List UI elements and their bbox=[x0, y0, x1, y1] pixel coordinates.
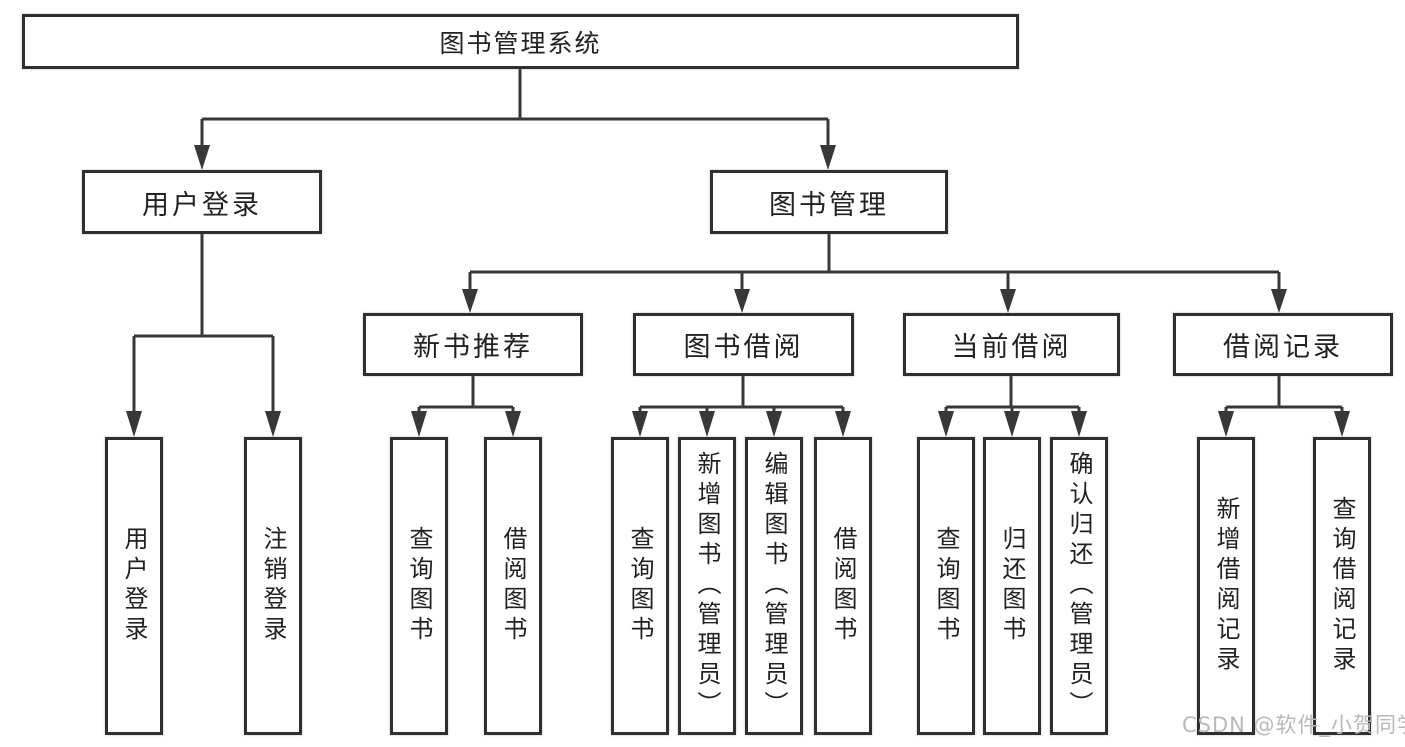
leaf-recommend-borrow-books: 借阅图书 bbox=[484, 437, 542, 735]
leaf-current-query-books: 查询图书 bbox=[917, 437, 975, 735]
leaf-borrow-query-books: 查询图书 bbox=[611, 437, 669, 735]
connector-user-login-group bbox=[126, 233, 281, 437]
node-user-login: 用户登录 bbox=[82, 170, 322, 234]
leaf-logout: 注销登录 bbox=[244, 437, 302, 735]
watermark: CSDN @软件_小贺同学 bbox=[1182, 713, 1405, 737]
leaf-query-borrow-record: 查询借阅记录 bbox=[1313, 437, 1371, 735]
node-new-book-recommendation: 新书推荐 bbox=[363, 313, 583, 376]
leaf-edit-book-admin: 编辑图书（管理员） bbox=[745, 437, 803, 735]
connector-book-management-to-modules bbox=[462, 234, 1287, 313]
connector-book-borrow-group bbox=[632, 376, 851, 437]
connector-root-to-level2 bbox=[194, 69, 836, 170]
leaf-recommend-query-books: 查询图书 bbox=[390, 437, 448, 735]
connector-new-book-group bbox=[411, 376, 521, 437]
connector-current-borrow-group bbox=[938, 376, 1087, 437]
node-book-management: 图书管理 bbox=[710, 170, 948, 234]
connector-borrow-records-group bbox=[1218, 376, 1350, 437]
leaf-return-books: 归还图书 bbox=[983, 437, 1041, 735]
leaf-borrow-books: 借阅图书 bbox=[814, 437, 872, 735]
node-library-management-system: 图书管理系统 bbox=[22, 14, 1019, 69]
leaf-add-borrow-record: 新增借阅记录 bbox=[1197, 437, 1255, 735]
node-borrowing-records: 借阅记录 bbox=[1173, 313, 1393, 376]
leaf-add-book-admin: 新增图书（管理员） bbox=[678, 437, 736, 735]
leaf-confirm-return-admin: 确认归还（管理员） bbox=[1050, 437, 1108, 735]
node-book-borrowing: 图书借阅 bbox=[633, 313, 854, 376]
node-current-borrowing: 当前借阅 bbox=[903, 313, 1120, 376]
leaf-user-login: 用户登录 bbox=[105, 437, 163, 735]
